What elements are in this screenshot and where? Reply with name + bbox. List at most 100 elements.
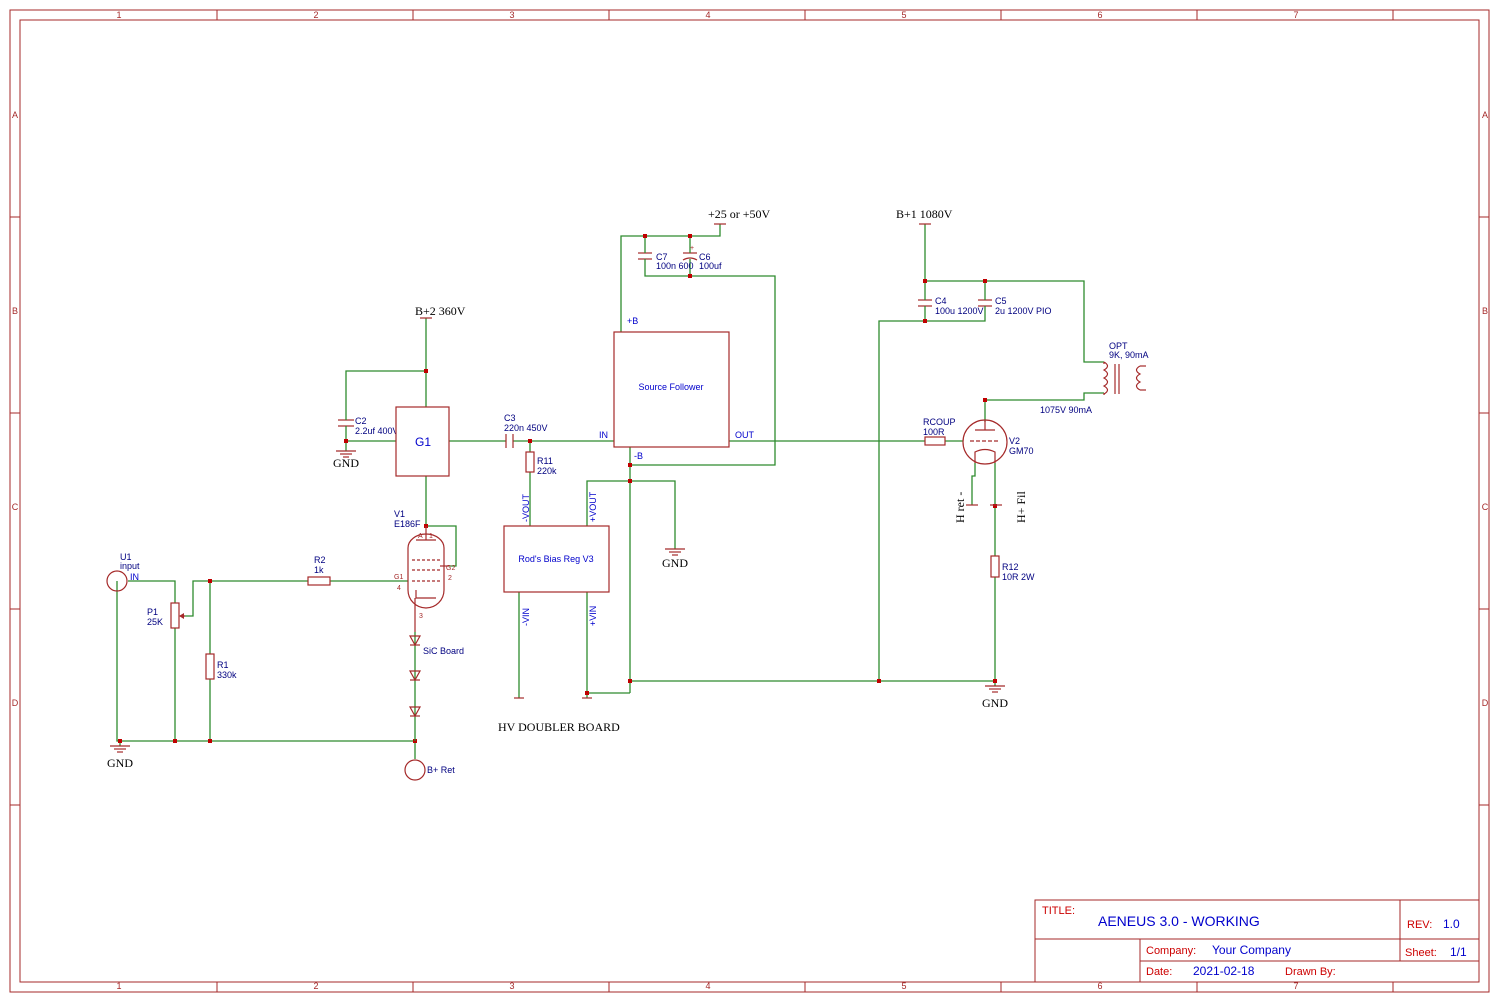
c4-value: 100u 1200V (935, 306, 984, 316)
rev-label: REV: (1407, 919, 1432, 931)
resistor-r12: R12 10R 2W (990, 555, 1035, 582)
svg-text:2: 2 (448, 575, 452, 582)
g1-label: G1 (415, 435, 431, 449)
gnd-symbol-c2: GND (333, 450, 359, 470)
heater-fil-label: H+ Fil (1014, 491, 1028, 523)
resistor-r1: R1 330k (205, 653, 237, 680)
gnd-label-c2: GND (333, 456, 359, 470)
row-label-left-a: A (12, 110, 18, 120)
svg-text:A: A (418, 533, 423, 540)
rcoup-value: 100R (923, 427, 945, 437)
col-label-bottom-1: 1 (116, 981, 121, 991)
r1-ref: R1 (217, 660, 229, 670)
resistor-rcoup: RCOUP 100R (923, 417, 956, 446)
capacitor-c3: C3 220n 450V (504, 413, 548, 448)
col-label-bottom-2: 2 (313, 981, 318, 991)
b1-supply: B+1 1080V (896, 207, 953, 225)
b-ret-connector: B+ Ret (404, 759, 455, 781)
sf-pin-out: OUT (735, 430, 755, 440)
output-transformer-opt: OPT 9K, 90mA 1075V 90mA (1040, 341, 1149, 415)
drawing-title: AENEUS 3.0 - WORKING (1098, 913, 1260, 929)
bias-pin-minus-vout: -VOUT (521, 494, 531, 523)
gnd-label-input: GND (107, 756, 133, 770)
v2-ref: V2 (1009, 436, 1020, 446)
sic-board-diodes: SiC Board (408, 632, 464, 741)
tube-v2-gm70: V2 GM70 (962, 419, 1034, 465)
company-label: Company: (1146, 945, 1196, 957)
gnd-symbol-input: GND (107, 745, 133, 770)
u1-value: input (120, 561, 140, 571)
company-value: Your Company (1212, 943, 1291, 957)
sheet-value: 1/1 (1450, 945, 1467, 959)
v2-value: GM70 (1009, 446, 1034, 456)
c7-ref: C7 (656, 252, 668, 262)
r2-value: 1k (314, 565, 324, 575)
col-label-bottom-6: 6 (1097, 981, 1102, 991)
opt-ref: OPT (1109, 341, 1128, 351)
date-value: 2021-02-18 (1193, 964, 1255, 978)
rcoup-ref: RCOUP (923, 417, 956, 427)
drawing-frame: 1 2 3 4 5 6 7 1 2 3 4 5 6 7 A B C D A B … (9, 9, 1490, 993)
capacitor-c5: C5 2u 1200V PIO (978, 296, 1052, 316)
row-label-right-b: B (1482, 306, 1488, 316)
r2-ref: R2 (314, 555, 326, 565)
heater-fil-label-group: H+ Fil (990, 491, 1028, 523)
heater-ret-label-group: H ret - (953, 492, 978, 523)
sf-pin-plus-b: +B (627, 316, 638, 326)
tube-v1-e186f: A 1 G1 G2 4 2 3 V1 E186F (394, 509, 455, 632)
opt-value: 9K, 90mA (1109, 350, 1149, 360)
svg-text:+: + (690, 245, 694, 252)
sf-pin-in: IN (599, 430, 608, 440)
svg-text:3: 3 (419, 613, 423, 620)
row-label-right-d: D (1482, 698, 1489, 708)
opt-note: 1075V 90mA (1040, 405, 1092, 415)
source-follower-label: Source Follower (638, 382, 703, 392)
bias-reg-block: Rod's Bias Reg V3 -VOUT +VOUT -VIN +VIN … (498, 491, 620, 734)
v1-ref: V1 (394, 509, 405, 519)
drawn-by-label: Drawn By: (1285, 966, 1336, 978)
c5-ref: C5 (995, 296, 1007, 306)
junctions (118, 234, 997, 743)
c5-value: 2u 1200V PIO (995, 306, 1052, 316)
col-label-top-5: 5 (901, 10, 906, 20)
col-label-bottom-4: 4 (705, 981, 710, 991)
c3-ref: C3 (504, 413, 516, 423)
col-label-bottom-3: 3 (509, 981, 514, 991)
c4-ref: C4 (935, 296, 947, 306)
row-label-left-b: B (12, 306, 18, 316)
gnd-label-output: GND (982, 696, 1008, 710)
resistor-r2: R2 1k (307, 555, 331, 586)
row-label-right-a: A (1482, 110, 1488, 120)
u1-pin-label: IN (130, 572, 139, 582)
r11-value: 220k (537, 466, 557, 476)
p1-ref: P1 (147, 607, 158, 617)
p1-value: 25K (147, 617, 163, 627)
col-label-top-2: 2 (313, 10, 318, 20)
sf-pin-minus-b: -B (634, 451, 643, 461)
resistor-r11: R11 220k (525, 451, 557, 476)
c2-ref: C2 (355, 416, 367, 426)
col-label-top-6: 6 (1097, 10, 1102, 20)
col-label-top-1: 1 (116, 10, 121, 20)
title-label: TITLE: (1042, 905, 1075, 917)
bias-pin-plus-vin: +VIN (588, 606, 598, 626)
b1-supply-label: B+1 1080V (896, 207, 953, 221)
bias-reg-label: Rod's Bias Reg V3 (518, 554, 593, 564)
heater-ret-label: H ret - (953, 492, 967, 523)
r12-value: 10R 2W (1002, 572, 1035, 582)
row-label-right-c: C (1482, 502, 1489, 512)
wires (116, 224, 1104, 759)
source-follower-block: Source Follower +B IN OUT -B (599, 316, 755, 461)
r12-ref: R12 (1002, 562, 1019, 572)
col-label-bottom-7: 7 (1293, 981, 1298, 991)
gnd-label-sf: GND (662, 556, 688, 570)
capacitor-c7: C7 100n 600 (638, 251, 694, 271)
date-label: Date: (1146, 966, 1172, 978)
u1-ref: U1 (120, 552, 132, 562)
potentiometer-p1: P1 25K (147, 602, 185, 629)
c3-value: 220n 450V (504, 423, 548, 433)
col-label-bottom-5: 5 (901, 981, 906, 991)
r11-ref: R11 (537, 456, 553, 466)
hv-doubler-label: HV DOUBLER BOARD (498, 720, 620, 734)
v1-value: E186F (394, 519, 421, 529)
